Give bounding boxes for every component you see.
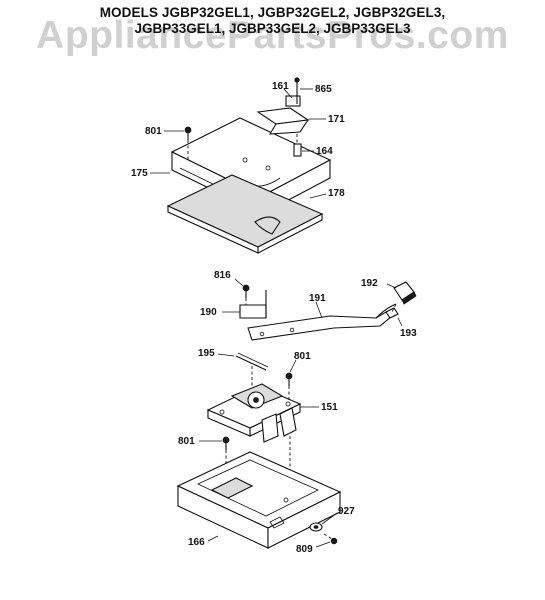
lever-191	[247, 303, 397, 341]
callout-175: 175	[131, 168, 148, 179]
callout-190: 190	[200, 307, 217, 318]
bracket-190	[239, 284, 267, 319]
callout-161: 161	[272, 81, 289, 92]
base-bracket-166	[176, 451, 342, 549]
callout-164: 164	[316, 146, 333, 157]
clip-193	[385, 303, 399, 319]
callout-809: 809	[296, 544, 313, 555]
models-title-line-2: JGBP33GEL1, JGBP33GEL2, JGBP33GEL3	[134, 21, 411, 36]
models-title-line-1: MODELS JGBP32GEL1, JGBP32GEL2, JGBP32GEL…	[99, 5, 446, 20]
watermark: AppliancePartsPros.com	[36, 14, 509, 57]
knob-192	[393, 281, 417, 305]
latch-mechanism-151	[206, 383, 302, 480]
callout-865: 865	[315, 84, 332, 95]
callout-193: 193	[400, 328, 417, 339]
callout-192: 192	[361, 278, 378, 289]
callout-171: 171	[328, 114, 345, 125]
callout-801-mid: 801	[294, 351, 311, 362]
callout-166: 166	[188, 537, 205, 548]
callout-195: 195	[198, 348, 215, 359]
screw-809	[323, 533, 338, 545]
callout-801-top: 801	[145, 126, 162, 137]
callout-191: 191	[309, 293, 326, 304]
spring-195	[235, 352, 269, 392]
screw-801-mid	[285, 372, 293, 400]
leader-lines	[150, 88, 403, 548]
callout-801-low: 801	[178, 436, 195, 447]
callout-927: 927	[338, 506, 355, 517]
callout-178: 178	[328, 188, 345, 199]
callout-151: 151	[321, 402, 338, 413]
plate-178	[166, 174, 324, 254]
bracket-171	[256, 77, 310, 157]
callout-816: 816	[214, 270, 231, 281]
screw-801-top	[184, 126, 192, 160]
washer-927	[309, 522, 323, 532]
